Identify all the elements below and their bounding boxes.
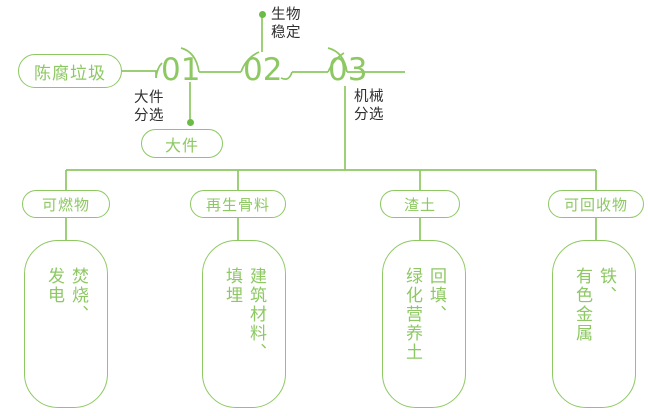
usage-box-zaishenguliao[interactable]: 建筑材料、 填埋 [202, 240, 286, 408]
step-caption-03-line-2: 分选 [354, 107, 384, 124]
usage-box-3-col-1: 铁、 [596, 267, 617, 305]
output-pill-label-3: 可回收物 [563, 195, 628, 214]
step-caption-02-line-2: 稳定 [271, 25, 301, 42]
usage-box-kehuishouwu[interactable]: 铁、 有色金属 [552, 240, 636, 408]
input-node-chenfulaji[interactable]: 陈腐垃圾 [18, 54, 122, 88]
output-pill-label-1: 再生骨料 [205, 195, 270, 214]
step-caption-03-line-1: 机械 [354, 89, 384, 105]
output-node-dajian[interactable]: 大件 [141, 129, 223, 158]
step-caption-02-line-1: 生物 [271, 7, 301, 23]
usage-box-1-col-1: 建筑材料、 [246, 267, 267, 362]
usage-box-kerANwu[interactable]: 焚烧、 发电 [24, 240, 108, 408]
output-pill-kerANwu[interactable]: 可燃物 [22, 190, 110, 218]
step-caption-01: 大件 分选 [134, 89, 164, 125]
step-caption-02: 生物 稳定 [271, 6, 301, 42]
usage-box-zhatu[interactable]: 回填、 绿化营养土 [382, 240, 466, 408]
step-number-01: 01 [161, 52, 201, 88]
step-number-02: 02 [243, 52, 283, 88]
output-pill-label-2: 渣土 [403, 195, 436, 214]
usage-box-2-col-2: 绿化营养土 [402, 267, 422, 362]
output-pill-label-0: 可燃物 [41, 195, 90, 214]
step-caption-01-line-1: 大件 [134, 90, 164, 106]
output-pill-zaishenguliao[interactable]: 再生骨料 [190, 190, 286, 218]
usage-box-0-col-2: 发电 [44, 267, 64, 305]
output-pill-kehuishouwu[interactable]: 可回收物 [548, 190, 644, 218]
usage-box-3-col-2: 有色金属 [572, 267, 592, 343]
output-pill-zhatu[interactable]: 渣土 [380, 190, 460, 218]
link-input-to-step01 [122, 70, 157, 78]
usage-box-0-col-1: 焚烧、 [68, 267, 89, 324]
stem-dot-step02 [258, 10, 266, 18]
step-caption-03: 机械 分选 [354, 88, 384, 124]
usage-box-1-col-2: 填埋 [222, 267, 242, 305]
step-number-03: 03 [328, 52, 368, 88]
output-node-dajian-label: 大件 [164, 135, 199, 155]
input-node-label: 陈腐垃圾 [34, 63, 106, 84]
stem-dot-step01 [186, 119, 194, 126]
step-caption-01-line-2: 分选 [134, 108, 164, 125]
arc-step02-right [280, 71, 293, 80]
usage-box-2-col-1: 回填、 [426, 267, 447, 324]
